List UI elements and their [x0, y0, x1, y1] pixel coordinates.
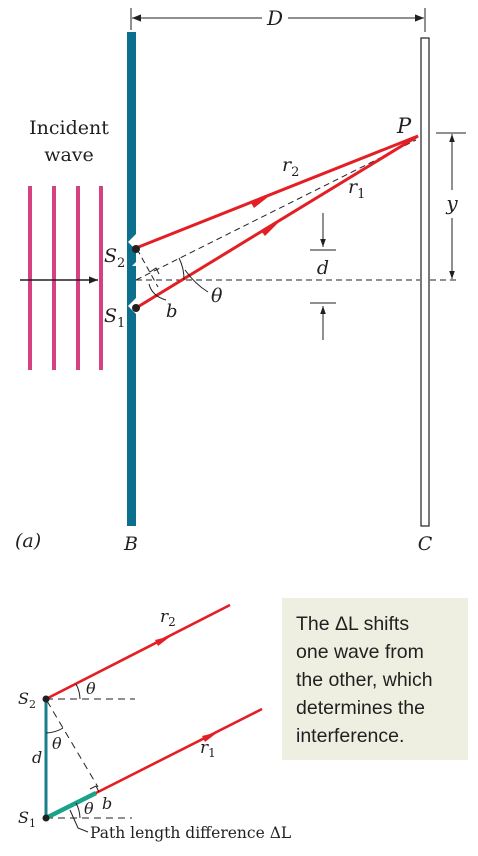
label-barrier-b: B: [123, 533, 138, 555]
lower-right-angle-mark: [89, 785, 100, 793]
lower-label-b: b: [102, 794, 112, 813]
lower-slit-s2-point: [42, 695, 50, 703]
lower-label-s1-main: S: [18, 808, 29, 827]
label-d-upper: d: [317, 257, 329, 279]
right-angle-mark: [149, 267, 160, 275]
callout-line-4: determines the: [296, 697, 425, 719]
height-y-dimension: [436, 132, 466, 279]
lower-ray-r1: [91, 707, 263, 797]
lower-label-r2-sub: 2: [168, 615, 176, 629]
explanation-callout: The ΔL shifts one wave from the other, w…: [282, 598, 468, 760]
slit-s1-point: [132, 304, 140, 312]
lower-label-r1-sub: 1: [208, 746, 216, 760]
slit-s2-point: [132, 245, 140, 253]
lower-label-theta-bottom: θ: [84, 799, 94, 818]
lower-label-r2-main: r: [160, 607, 169, 627]
lower-label-r2: r2: [160, 607, 176, 629]
incident-wavefronts: [28, 186, 103, 370]
label-y: y: [445, 191, 458, 215]
lower-label-d: d: [32, 748, 42, 767]
lower-label-theta-mid: θ: [52, 734, 62, 753]
lower-label-s2: S2: [18, 689, 36, 711]
label-b: b: [166, 301, 178, 322]
b-leader: [148, 283, 167, 301]
slit-separation-d-indicator: [310, 213, 336, 340]
screen-c: [420, 37, 430, 527]
lower-label-s1: S1: [18, 808, 36, 830]
label-d-distance: D: [266, 6, 283, 30]
label-s2: S2: [104, 245, 125, 271]
distance-d-dimension: D: [130, 6, 426, 32]
callout-line-3: the other, which: [296, 669, 433, 691]
panel-label-a: (a): [15, 530, 41, 552]
incident-wave-label-line2: wave: [44, 144, 94, 166]
callout-line-1: The ΔL shifts: [296, 613, 410, 635]
barrier-b: [127, 32, 136, 526]
theta-leader: [184, 269, 209, 293]
label-s1: S1: [104, 305, 125, 331]
label-screen-c: C: [418, 533, 433, 555]
label-p: P: [396, 114, 412, 138]
label-r1: r1: [348, 176, 365, 202]
incident-wave-label-line1: Incident: [29, 117, 109, 139]
label-s2-sub: 2: [117, 256, 125, 271]
callout-line-5: interference.: [296, 725, 405, 747]
path-difference-leader: [69, 809, 89, 833]
label-theta: θ: [211, 285, 223, 307]
lower-theta-arc-mid: [45, 727, 64, 734]
lower-label-s2-sub: 2: [29, 698, 36, 711]
label-r2-main: r: [282, 154, 293, 176]
lower-label-s2-main: S: [18, 689, 29, 708]
label-r2: r2: [282, 154, 299, 180]
lower-dashed-guides: [46, 698, 135, 819]
ray-r2: [135, 134, 419, 250]
ray-r1: [135, 134, 419, 310]
label-s1-sub: 1: [117, 316, 125, 331]
label-r2-sub: 2: [291, 165, 299, 180]
theta-arc: [178, 257, 185, 281]
label-r1-main: r: [348, 176, 359, 198]
lower-theta-arc-top: [75, 683, 81, 700]
lower-theta-arc-bottom: [75, 802, 81, 819]
dashed-guides: [135, 139, 458, 288]
lower-slit-s1-point: [42, 814, 50, 822]
label-r1-sub: 1: [357, 187, 365, 202]
lower-label-r1-main: r: [200, 738, 209, 758]
lower-label-s1-sub: 1: [29, 817, 36, 830]
path-difference-segment: [44, 790, 98, 821]
lower-ray-r2: [45, 603, 231, 701]
path-length-difference-label: Path length difference ΔL: [90, 824, 291, 842]
label-s2-main: S: [104, 245, 117, 267]
callout-line-2: one wave from: [296, 641, 424, 663]
lower-label-theta-top: θ: [86, 679, 96, 698]
label-s1-main: S: [104, 305, 117, 327]
lower-label-r1: r1: [200, 738, 216, 760]
